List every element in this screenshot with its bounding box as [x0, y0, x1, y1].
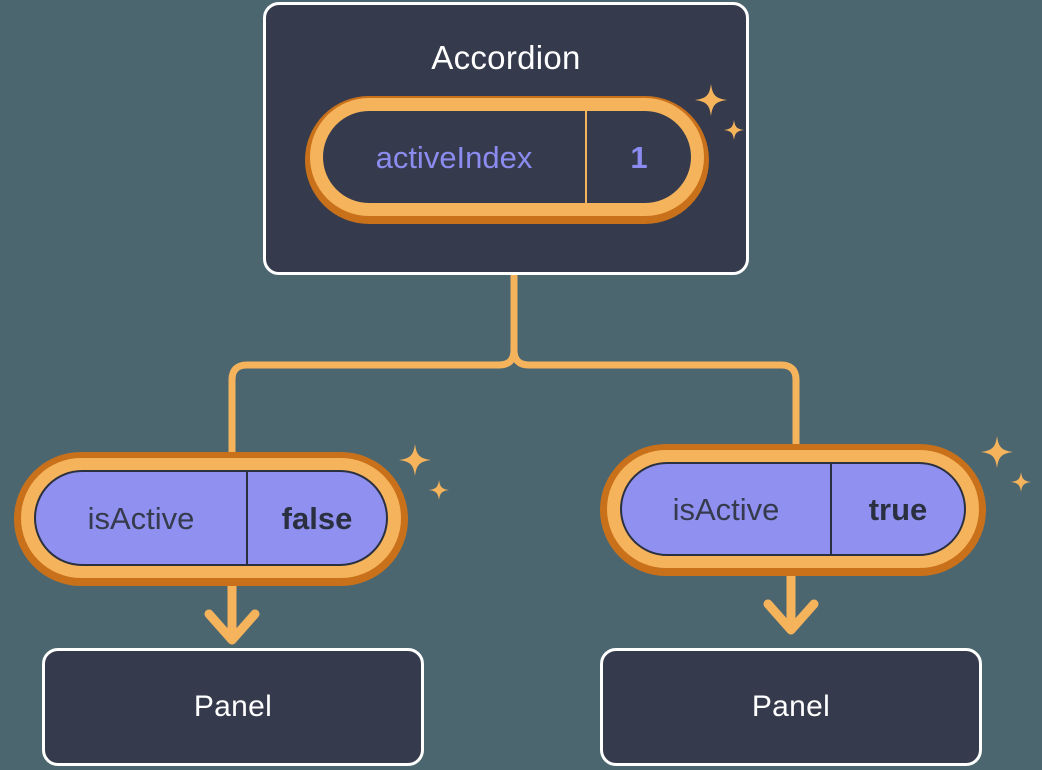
pill-divider — [830, 464, 832, 554]
sparkle-icon — [429, 480, 449, 500]
prop-pill-value: true — [868, 491, 928, 527]
arrow-left-pill-to-panel — [204, 586, 260, 645]
prop-pill-is-active-left[interactable]: isActive false — [14, 452, 408, 586]
accordion-title: Accordion — [431, 39, 581, 76]
panel-title-left: Panel — [193, 690, 273, 723]
prop-pill-key: isActive — [87, 500, 195, 536]
pill-divider — [246, 472, 248, 564]
sparkle-icon — [981, 436, 1013, 468]
panel-box-left[interactable]: Panel — [42, 648, 424, 766]
state-pill-active-index[interactable]: activeIndex 1 — [305, 96, 709, 224]
prop-pill-is-active-right[interactable]: isActive true — [600, 444, 986, 576]
sparkles-decoration-right — [981, 436, 1031, 492]
pill-body: activeIndex 1 — [323, 111, 691, 203]
panel-box-right[interactable]: Panel — [600, 648, 982, 766]
connector-trunk-to-right-pill — [510, 272, 800, 448]
pill-divider — [585, 111, 587, 203]
panel-title-right: Panel — [751, 690, 831, 723]
state-pill-key: activeIndex — [375, 139, 533, 175]
pill-body: isActive true — [620, 462, 966, 556]
pill-body: isActive false — [34, 470, 388, 566]
sparkle-icon — [399, 444, 431, 476]
arrow-right-pill-to-panel — [763, 576, 819, 635]
prop-pill-value: false — [281, 500, 353, 536]
sparkle-icon — [1011, 472, 1031, 492]
prop-pill-key: isActive — [672, 491, 780, 527]
connector-trunk-to-left-pill — [228, 272, 518, 456]
state-pill-value: 1 — [630, 139, 648, 175]
